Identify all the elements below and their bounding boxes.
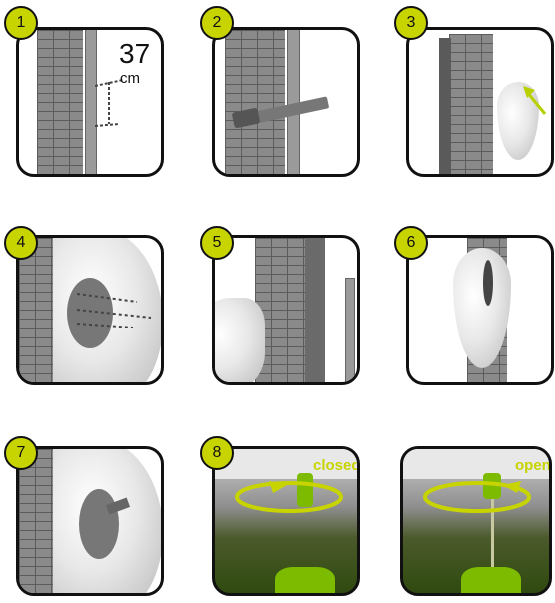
arrow-icon (519, 82, 549, 118)
tank-shadow (483, 260, 493, 306)
column-side (439, 38, 451, 174)
step-3-badge: 3 (394, 6, 428, 40)
brick-column (449, 34, 493, 174)
step-4-panel (16, 235, 164, 385)
step-1-panel: 37 cm (16, 27, 164, 177)
column-side (305, 238, 325, 385)
watering-can (275, 567, 335, 596)
step-2-badge: 2 (200, 6, 234, 40)
screws-drawing (77, 288, 164, 328)
tap-state-label: closed (313, 457, 360, 474)
step-6-badge: 6 (394, 226, 428, 260)
brick-wall (225, 30, 285, 177)
step-5-badge: 5 (200, 226, 234, 260)
tank-opening (79, 489, 119, 559)
step-3-panel (406, 27, 554, 177)
rain-tank (212, 298, 265, 385)
brick-wall (37, 30, 83, 177)
step-4-badge: 4 (4, 226, 38, 260)
step-5-panel (212, 235, 360, 385)
watering-can (461, 567, 521, 596)
measure-unit: cm (120, 70, 140, 87)
tap-state-label: open (515, 457, 551, 474)
downpipe (345, 278, 355, 385)
measure-value: 37 (119, 38, 150, 70)
step-8-closed-panel: closed (212, 446, 360, 596)
rotation-arrow-icon (417, 477, 537, 517)
step-7-badge: 7 (4, 436, 38, 470)
step-7-panel (16, 446, 164, 596)
step-8-open-panel: open (400, 446, 552, 596)
step-1-badge: 1 (4, 6, 38, 40)
rotation-arrow-icon (229, 477, 349, 517)
step-6-panel (406, 235, 554, 385)
step-2-panel (212, 27, 360, 177)
step-8-badge: 8 (200, 436, 234, 470)
